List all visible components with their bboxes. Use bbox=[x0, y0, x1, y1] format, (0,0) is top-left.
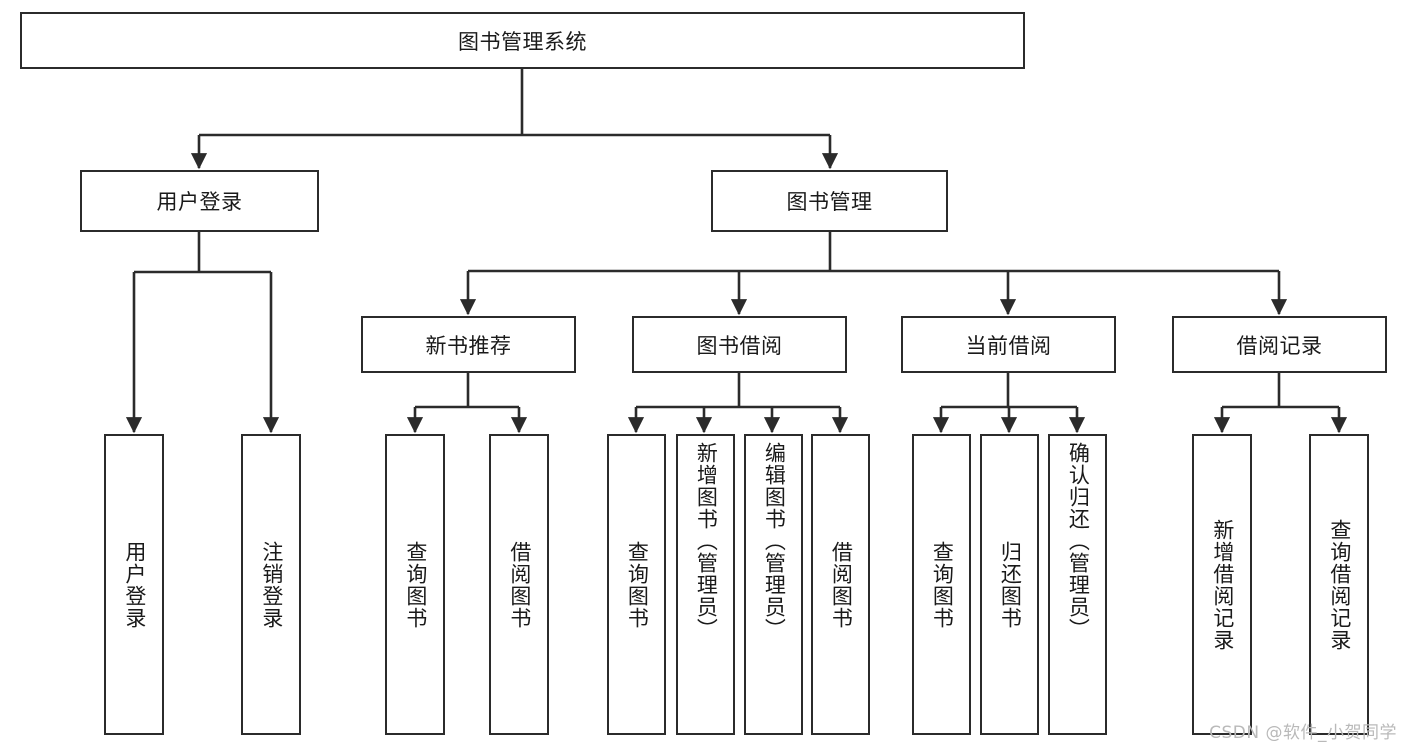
node-book-borrow-label: 图书借阅 bbox=[696, 333, 783, 358]
node-leaf-user-login[interactable]: 用户登录 bbox=[104, 434, 164, 735]
node-leaf-borrow-book-1[interactable]: 借阅图书 bbox=[489, 434, 549, 735]
node-leaf-borrow-book-1-label: 借阅图书 bbox=[507, 540, 532, 629]
node-leaf-user-logout-label: 注销登录 bbox=[259, 540, 284, 629]
node-leaf-add-book-label: 新增图书（管理员） bbox=[694, 442, 719, 640]
csdn-watermark: CSDN @软件_小贺同学 bbox=[1209, 723, 1397, 743]
node-leaf-query-record[interactable]: 查询借阅记录 bbox=[1309, 434, 1369, 735]
node-leaf-query-book-1[interactable]: 查询图书 bbox=[385, 434, 445, 735]
node-leaf-edit-book-label: 编辑图书（管理员） bbox=[762, 442, 787, 640]
node-root[interactable]: 图书管理系统 bbox=[20, 12, 1025, 69]
node-borrow-record[interactable]: 借阅记录 bbox=[1172, 316, 1387, 373]
node-leaf-confirm-return-label: 确认归还（管理员） bbox=[1066, 442, 1091, 640]
node-leaf-add-book[interactable]: 新增图书（管理员） bbox=[676, 434, 735, 735]
node-leaf-edit-book[interactable]: 编辑图书（管理员） bbox=[744, 434, 803, 735]
node-leaf-query-book-2[interactable]: 查询图书 bbox=[607, 434, 666, 735]
node-leaf-query-book-1-label: 查询图书 bbox=[403, 540, 428, 629]
node-leaf-return-book[interactable]: 归还图书 bbox=[980, 434, 1039, 735]
node-leaf-query-book-3-label: 查询图书 bbox=[930, 540, 955, 629]
node-book-manage-label: 图书管理 bbox=[786, 190, 873, 214]
node-leaf-add-record[interactable]: 新增借阅记录 bbox=[1192, 434, 1252, 735]
node-leaf-query-record-label: 查询借阅记录 bbox=[1327, 518, 1352, 651]
node-leaf-user-login-label: 用户登录 bbox=[122, 540, 147, 629]
node-book-borrow[interactable]: 图书借阅 bbox=[632, 316, 847, 373]
node-leaf-confirm-return[interactable]: 确认归还（管理员） bbox=[1048, 434, 1107, 735]
node-current-borrow-label: 当前借阅 bbox=[965, 333, 1052, 358]
node-leaf-borrow-book-2-label: 借阅图书 bbox=[829, 540, 854, 629]
node-current-borrow[interactable]: 当前借阅 bbox=[901, 316, 1116, 373]
node-user-login-label: 用户登录 bbox=[156, 190, 243, 214]
node-new-book-rec[interactable]: 新书推荐 bbox=[361, 316, 576, 373]
node-leaf-add-record-label: 新增借阅记录 bbox=[1210, 518, 1235, 651]
node-new-book-rec-label: 新书推荐 bbox=[425, 333, 512, 358]
node-leaf-user-logout[interactable]: 注销登录 bbox=[241, 434, 301, 735]
node-leaf-return-book-label: 归还图书 bbox=[998, 540, 1023, 629]
node-user-login[interactable]: 用户登录 bbox=[80, 170, 319, 232]
node-book-manage[interactable]: 图书管理 bbox=[711, 170, 948, 232]
node-root-label: 图书管理系统 bbox=[458, 29, 587, 54]
node-borrow-record-label: 借阅记录 bbox=[1236, 333, 1323, 358]
node-leaf-borrow-book-2[interactable]: 借阅图书 bbox=[811, 434, 870, 735]
node-leaf-query-book-2-label: 查询图书 bbox=[625, 540, 650, 629]
node-leaf-query-book-3[interactable]: 查询图书 bbox=[912, 434, 971, 735]
